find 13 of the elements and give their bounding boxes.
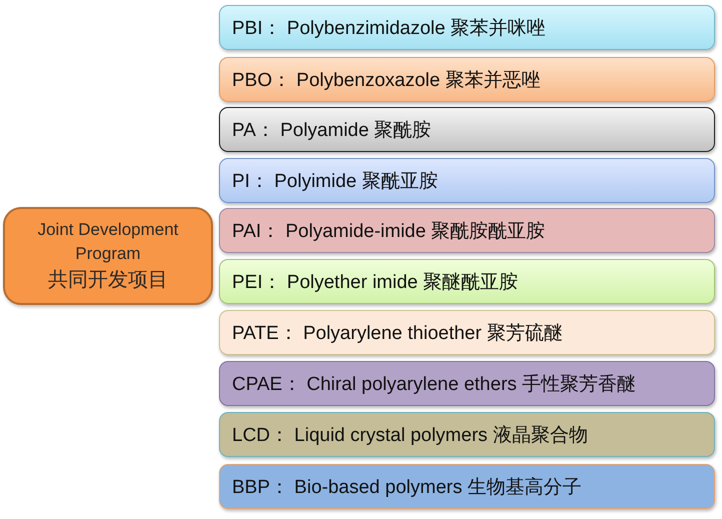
program-subtitle: 共同开发项目 — [48, 268, 168, 293]
program-title: Joint Development Program — [36, 219, 180, 265]
polymer-box: PATE： Polyarylene thioether 聚芳硫醚 — [219, 310, 715, 355]
polymer-box: PA： Polyamide 聚酰胺 — [219, 107, 715, 152]
polymer-box: LCD： Liquid crystal polymers 液晶聚合物 — [219, 412, 715, 457]
polymer-box: PBO： Polybenzoxazole 聚苯并恶唑 — [219, 57, 715, 102]
polymer-box: BBP： Bio-based polymers 生物基高分子 — [219, 464, 715, 509]
polymer-box: CPAE： Chiral polyarylene ethers 手性聚芳香醚 — [219, 361, 715, 406]
polymer-box: PAI： Polyamide-imide 聚酰胺酰亚胺 — [219, 208, 715, 253]
polymer-box: PI： Polyimide 聚酰亚胺 — [219, 158, 715, 203]
program-box — [3, 207, 213, 305]
polymer-box: PBI： Polybenzimidazole 聚苯并咪唑 — [219, 5, 715, 50]
polymer-box: PEI： Polyether imide 聚醚酰亚胺 — [219, 259, 715, 304]
